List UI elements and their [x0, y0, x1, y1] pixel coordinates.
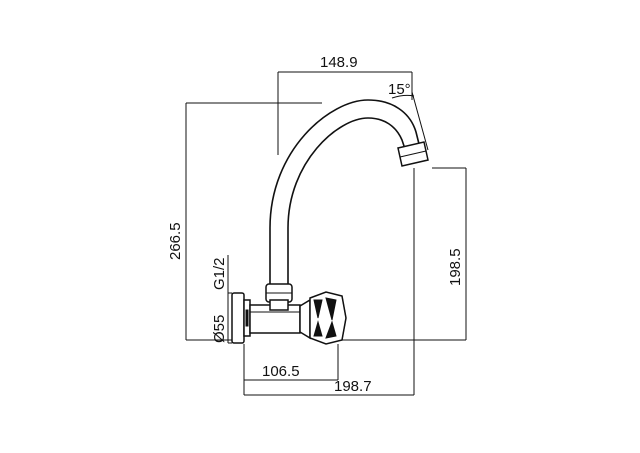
dimension-label-flange-diameter: Ø55 [211, 315, 228, 343]
spout [269, 99, 421, 284]
dimension-total-height: 266.5 [167, 102, 322, 341]
dimension-outlet-height: 198.5 [342, 167, 467, 341]
dimension-label-outlet-height: 198.5 [447, 248, 464, 286]
dimension-handle-reach: 106.5 [243, 344, 339, 395]
dimension-label-spout-angle: 15° [388, 81, 411, 98]
dimension-outlet-reach: 198.7 [244, 168, 415, 396]
swivel-nut [265, 283, 293, 311]
dimension-label-handle-reach: 106.5 [262, 363, 300, 380]
wall-flange [231, 292, 251, 344]
dimension-spout-angle: 15° [388, 81, 429, 151]
dimension-label-outlet-reach: 198.7 [334, 378, 372, 395]
aerator [397, 141, 429, 167]
dimension-thread-and-flange: G1/2 Ø55 [211, 255, 232, 344]
dimension-label-thread-size: G1/2 [211, 257, 228, 290]
handle-knob [299, 291, 347, 345]
dimension-label-spout-reach: 148.9 [320, 54, 358, 71]
faucet-outline [231, 99, 429, 345]
dimension-label-total-height: 266.5 [167, 222, 184, 260]
